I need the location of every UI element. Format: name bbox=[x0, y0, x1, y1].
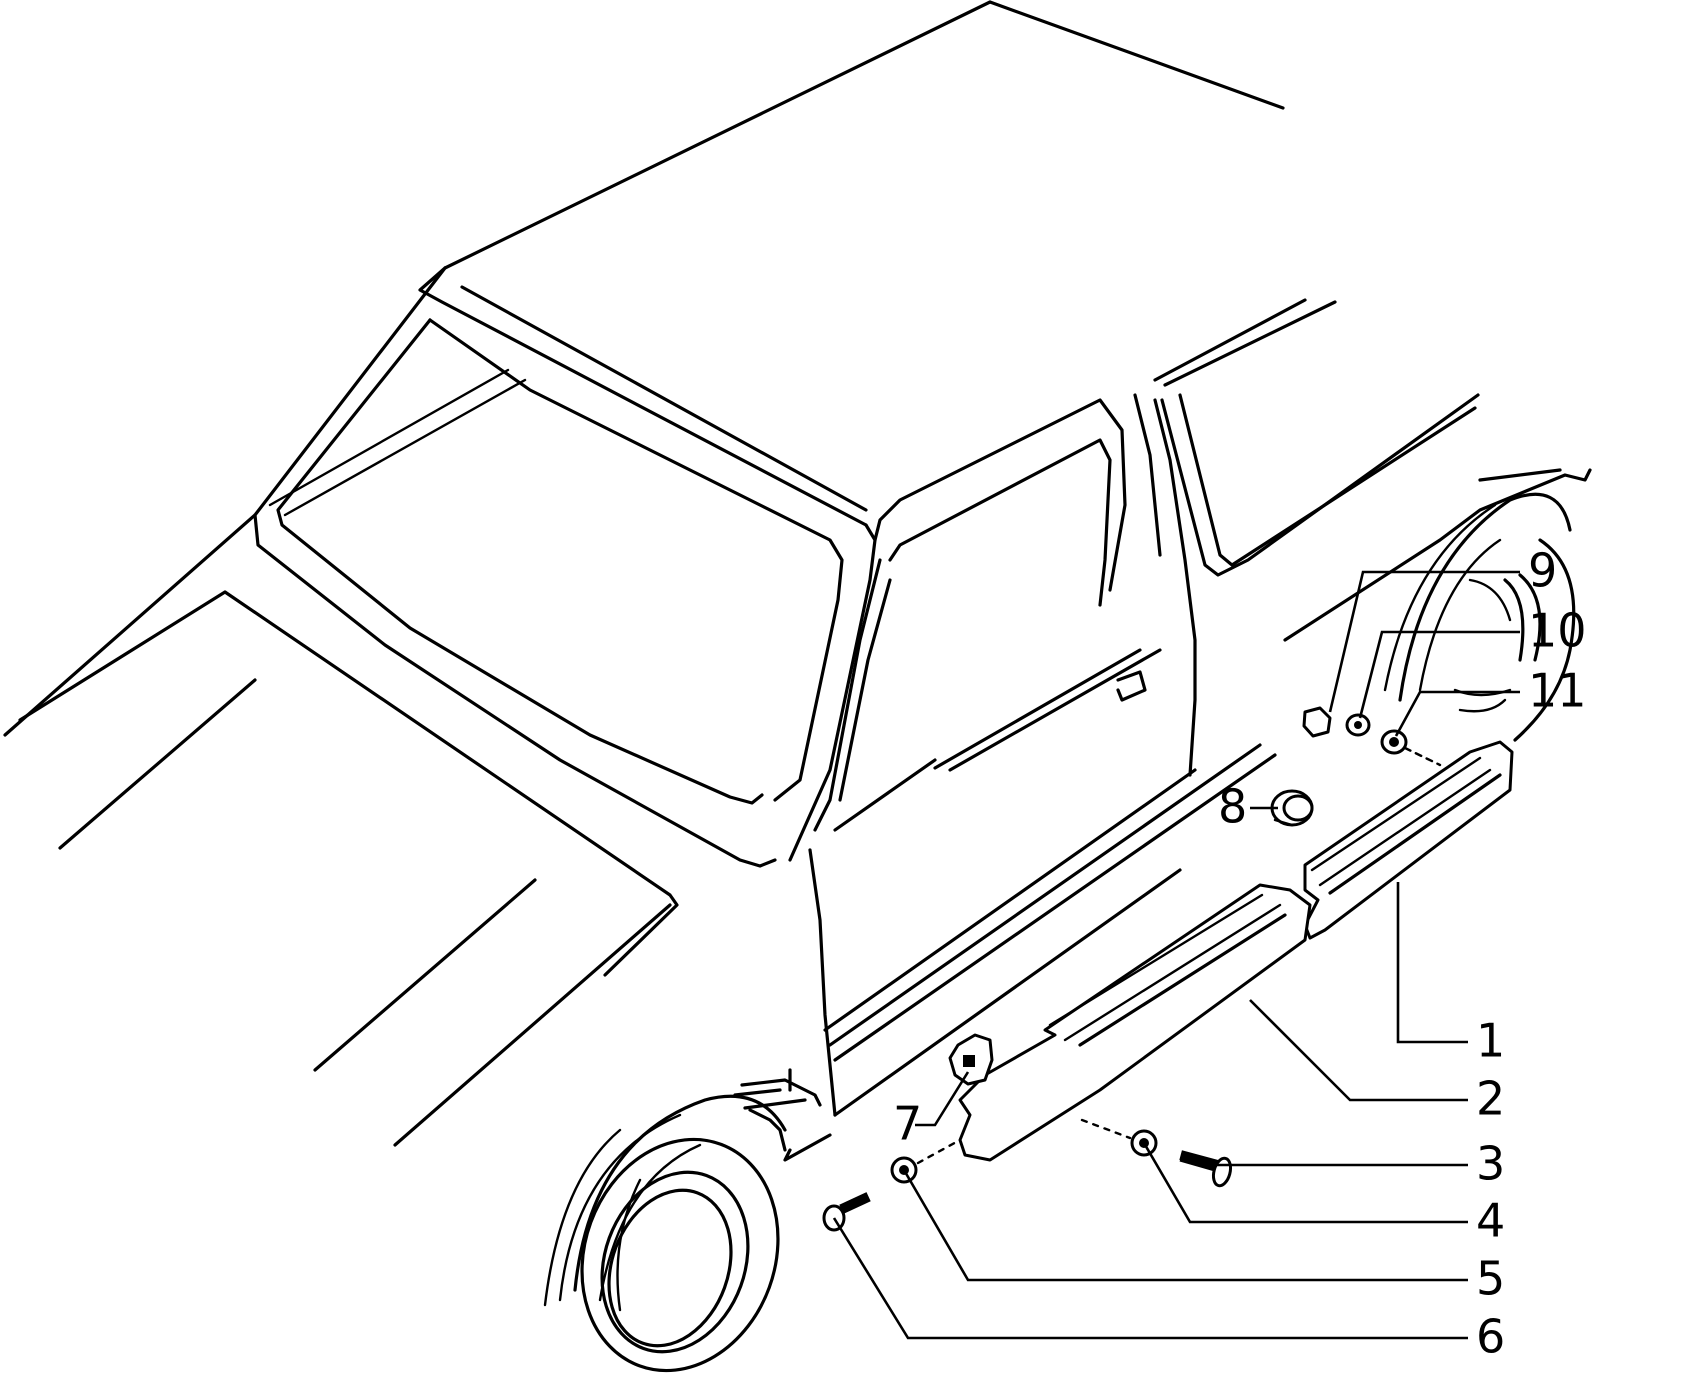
callout-labels: 1 2 3 4 5 6 7 8 9 10 11 bbox=[893, 544, 1587, 1364]
callout-4: 4 bbox=[1476, 1194, 1505, 1248]
part-1-rear-sill-trim bbox=[1303, 740, 1514, 940]
front-wheel bbox=[543, 1094, 787, 1373]
callout-8: 8 bbox=[1218, 780, 1247, 834]
callout-3: 3 bbox=[1476, 1137, 1505, 1191]
callout-11: 11 bbox=[1528, 664, 1587, 718]
part-2-front-sill-trim bbox=[958, 883, 1312, 1162]
part-9-nut bbox=[1302, 706, 1332, 738]
part-6-screw bbox=[822, 1192, 871, 1232]
callout-5: 5 bbox=[1476, 1252, 1505, 1306]
callout-10: 10 bbox=[1528, 604, 1587, 658]
callout-6: 6 bbox=[1476, 1310, 1505, 1364]
part-11-washer bbox=[1380, 729, 1408, 755]
part-10-washer bbox=[1345, 713, 1371, 737]
callout-1: 1 bbox=[1476, 1014, 1505, 1068]
leader-lines bbox=[832, 570, 1520, 1340]
car-body-outline bbox=[3, 0, 1592, 1162]
callout-9: 9 bbox=[1528, 544, 1557, 598]
callout-2: 2 bbox=[1476, 1072, 1505, 1126]
part-8-grommet bbox=[1270, 789, 1314, 827]
callout-7: 7 bbox=[893, 1097, 922, 1151]
rear-wheel bbox=[1383, 492, 1576, 742]
part-3-screw bbox=[1179, 1150, 1233, 1188]
part-7-clip bbox=[948, 1033, 994, 1086]
